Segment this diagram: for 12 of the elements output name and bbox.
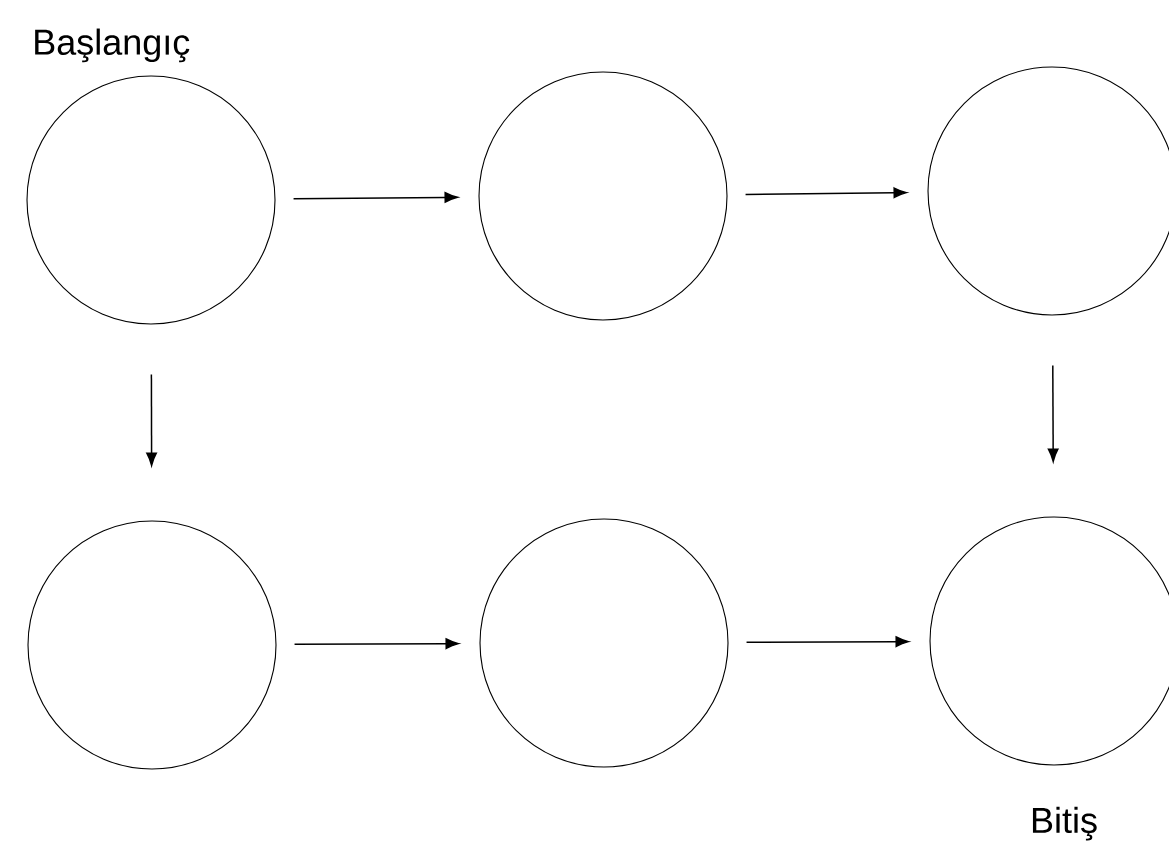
arrow <box>745 636 910 648</box>
circle-node <box>27 520 277 770</box>
arrow <box>293 638 460 650</box>
caption-text: Bitiş <box>1032 806 1097 841</box>
arrow <box>292 191 459 203</box>
circle-node <box>478 71 728 321</box>
caption-text: Başlangıç <box>35 28 190 63</box>
circle-node <box>26 75 276 325</box>
arrow <box>744 187 908 199</box>
arrow <box>146 373 157 467</box>
arrow <box>1047 364 1059 463</box>
circle-node <box>479 518 729 768</box>
